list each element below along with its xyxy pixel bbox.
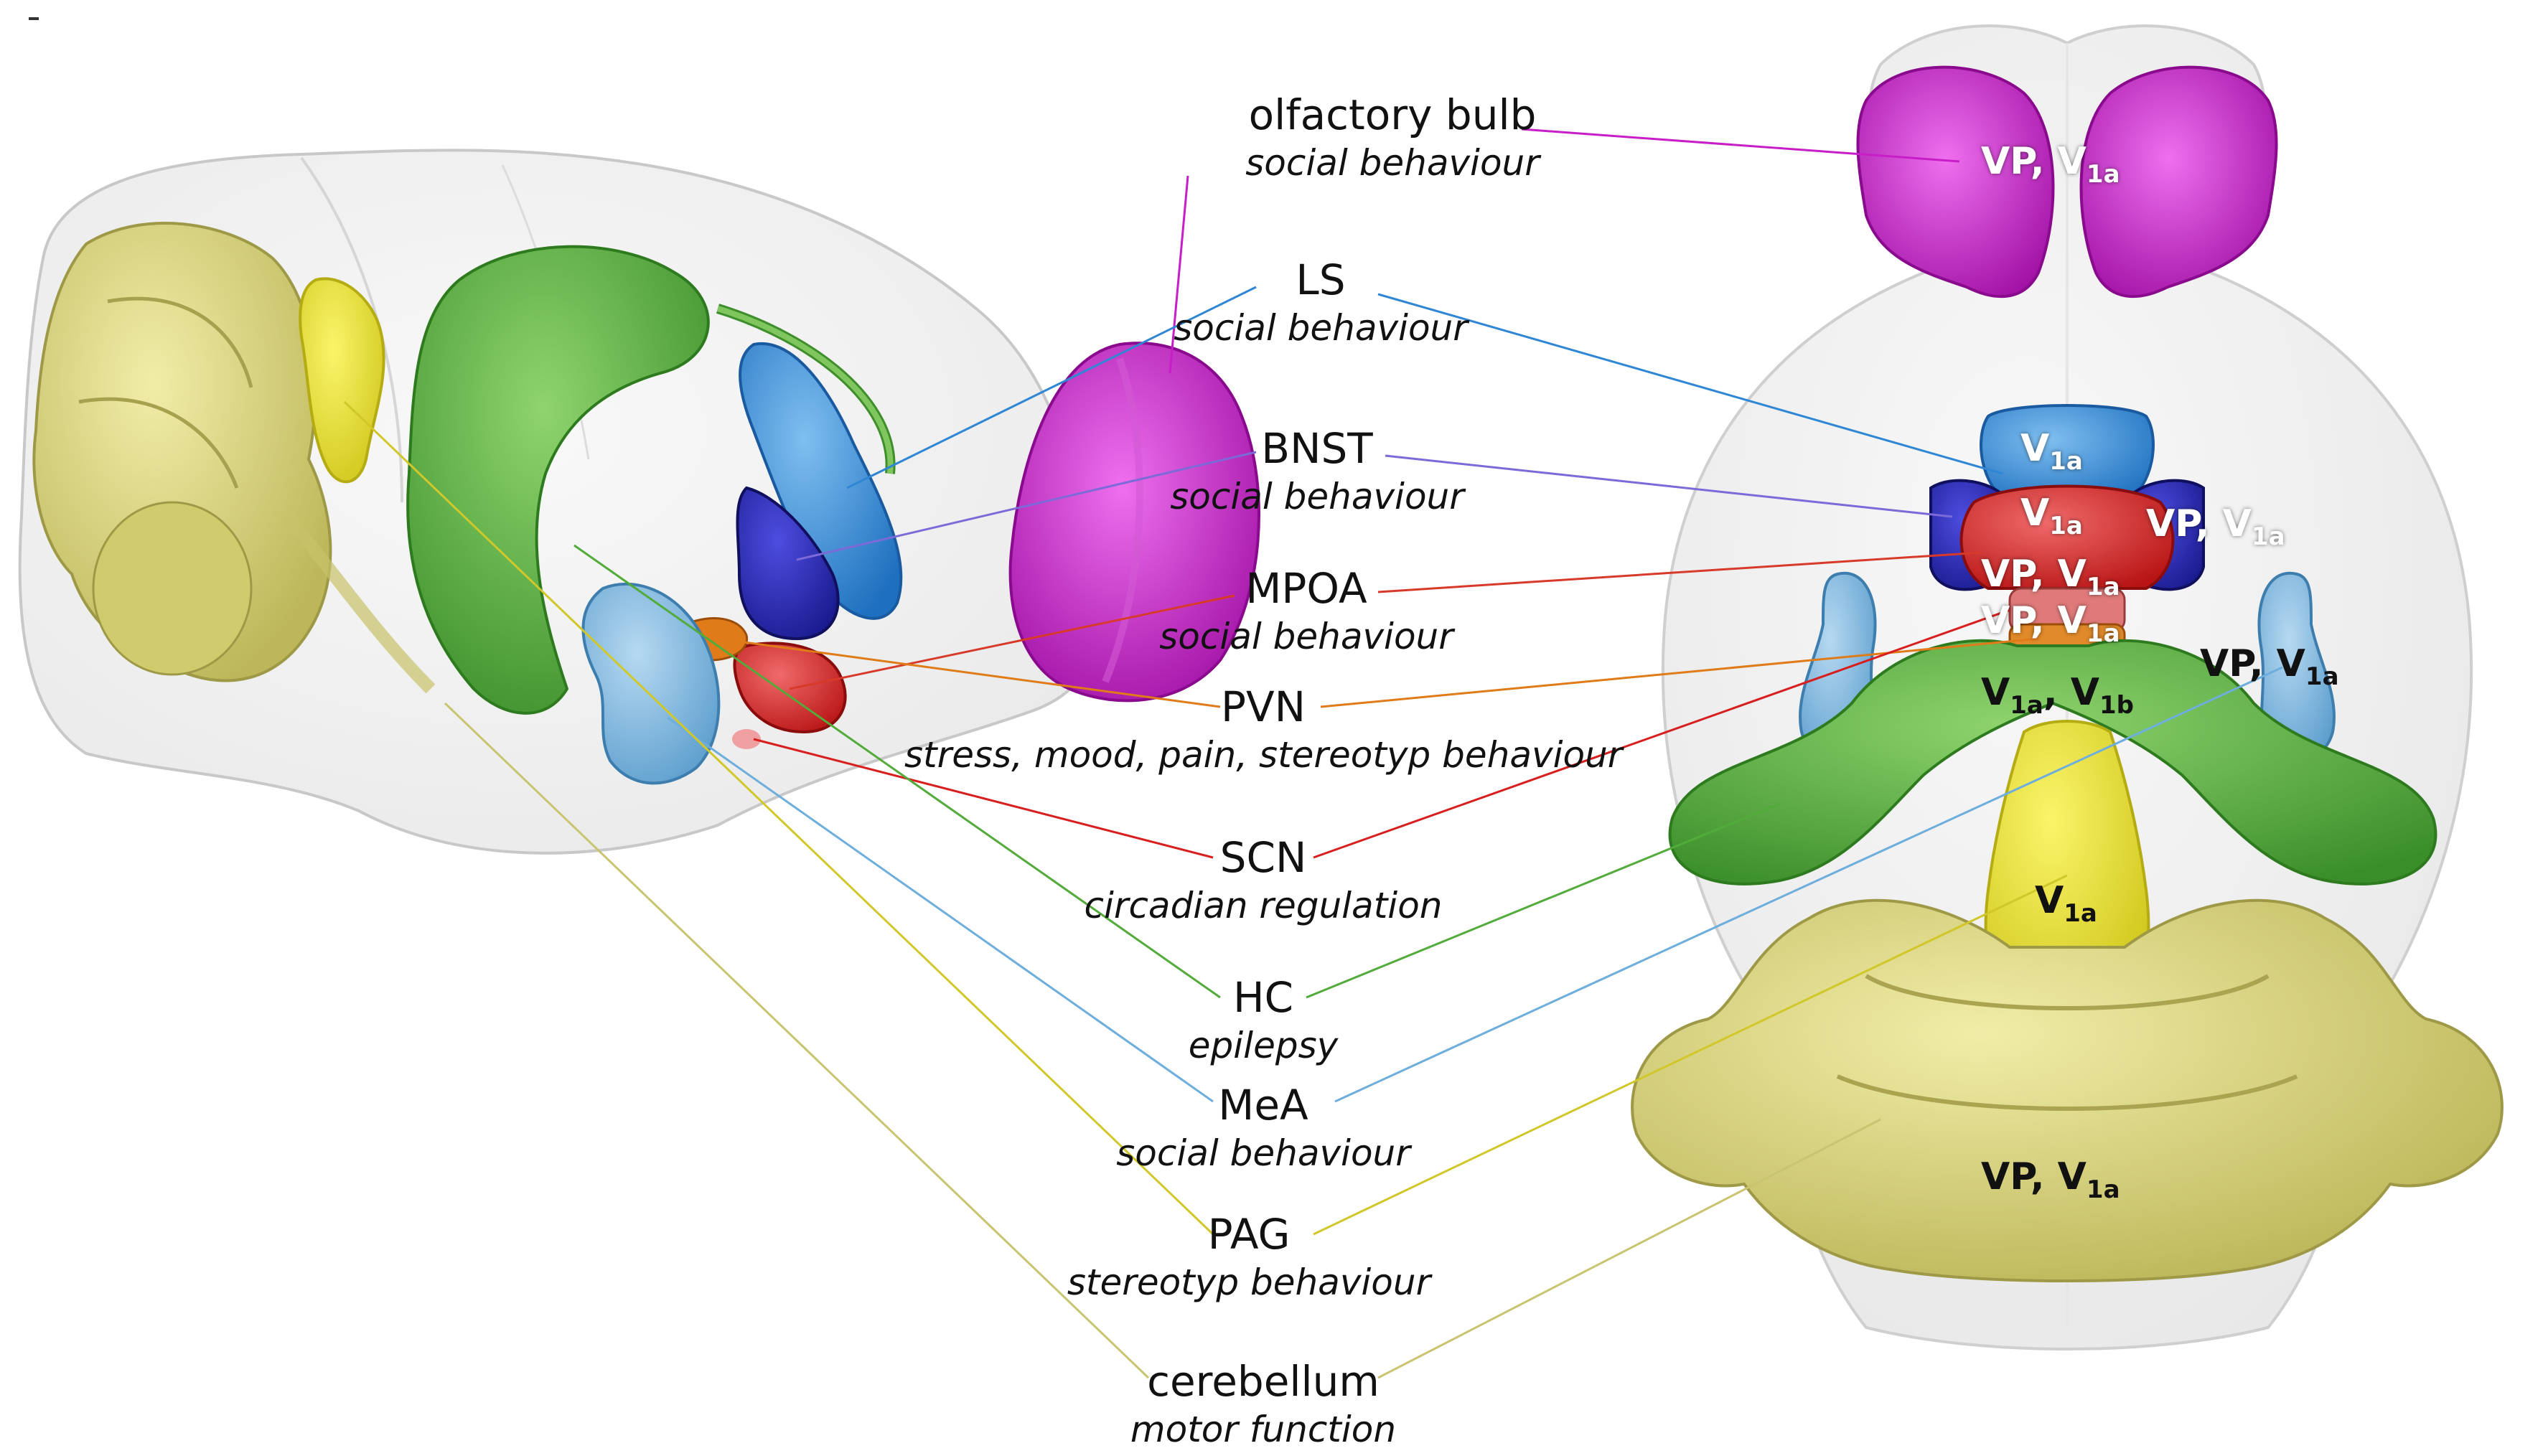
tag-sub: 1a — [2086, 619, 2120, 648]
region-name: SCN — [1219, 833, 1307, 882]
tag-v: V — [2222, 502, 2252, 545]
tag-v: V — [2035, 879, 2064, 922]
region-function: epilepsy — [1188, 1025, 1339, 1066]
corner-mark — [29, 17, 39, 20]
leader-pvn — [717, 637, 1221, 708]
tag-v: V — [2070, 671, 2099, 714]
receptor-tag-scn: VP, V1a — [1981, 553, 2120, 601]
receptor-tag-cerebellum: VP, V1a — [1981, 1155, 2120, 1204]
region-function: social behaviour — [1245, 142, 1540, 184]
region-function: social behaviour — [1116, 1132, 1410, 1174]
tag-vp: VP, — [2200, 642, 2264, 685]
dorsal-brain-view — [1631, 24, 2504, 1351]
label-olfactory-bulb: olfactory bulb social behaviour — [1191, 90, 1593, 186]
label-scn: SCN circadian regulation — [1062, 832, 1464, 929]
tag-vp: VP, — [1981, 1155, 2045, 1198]
tag-sub: 1a — [2086, 160, 2120, 189]
label-hc: HC epilepsy — [1062, 972, 1464, 1068]
ls-lateral — [739, 342, 903, 620]
receptor-tag-mpoa: V1a — [2020, 492, 2083, 540]
tag-sub: 1a — [2251, 522, 2285, 551]
leader-hc — [573, 544, 1221, 999]
olfactory-bulb-lateral — [1008, 342, 1260, 703]
tag-sub: 1a — [2305, 662, 2339, 691]
pag-lateral — [299, 277, 385, 484]
cerebellum-dorsal — [1631, 898, 2504, 1282]
tag-v: V — [2057, 1155, 2087, 1198]
label-pag: PAG stereotyp behaviour — [1048, 1209, 1450, 1305]
region-name: olfactory bulb — [1248, 90, 1537, 139]
label-ls: LS social behaviour — [1120, 255, 1522, 351]
tag-vp: VP, — [1981, 553, 2045, 596]
label-cerebellum: cerebellum motor function — [1062, 1356, 1464, 1452]
olfactory-bulb-dorsal-left — [1856, 65, 2055, 299]
hippocampus-lateral — [406, 245, 710, 715]
receptor-tag-hc: V1a, V1b — [1981, 671, 2134, 720]
region-function: stereotyp behaviour — [1067, 1262, 1431, 1303]
label-mpoa: MPOA social behaviour — [1105, 563, 1507, 659]
tag-sub: 1a — [2086, 1175, 2120, 1204]
tag-v: V — [2020, 492, 2050, 535]
region-function: social behaviour — [1174, 307, 1468, 349]
tag-v: V — [2057, 599, 2087, 642]
region-function: social behaviour — [1159, 616, 1453, 657]
leader-cerebellum — [444, 702, 1150, 1379]
label-bnst: BNST social behaviour — [1116, 423, 1518, 520]
region-name: PAG — [1207, 1210, 1291, 1259]
leader-bnst — [796, 451, 1257, 561]
region-function: stress, mood, pain, stereotyp behaviour — [904, 734, 1623, 776]
tag-sub: 1a — [2086, 573, 2120, 601]
region-name: cerebellum — [1147, 1357, 1380, 1406]
leader-pag — [343, 400, 1214, 1236]
leader-olfactory-bulb — [1521, 128, 1960, 163]
leader-scn — [753, 738, 1214, 859]
tag-sub: 1a — [2010, 691, 2043, 720]
receptor-tag-ls: V1a — [2020, 427, 2083, 476]
receptor-tag-mea: VP, V1a — [2200, 642, 2339, 691]
tag-sub: 1a — [2064, 899, 2097, 928]
label-pvn: PVN stress, mood, pain, stereotyp behavi… — [904, 682, 1622, 778]
label-mea: MeA social behaviour — [1062, 1080, 1464, 1176]
lateral-brain-view — [18, 149, 1260, 855]
receptor-tag-pvn: VP, V1a — [1981, 599, 2120, 648]
region-function: social behaviour — [1170, 476, 1464, 517]
tag-v: V — [2020, 427, 2050, 470]
receptor-tag-bnst: VP, V1a — [2146, 502, 2285, 551]
tag-vp: VP, — [1981, 140, 2045, 183]
hippocampus-dorsal — [1668, 639, 2437, 886]
tag-v: V — [2276, 642, 2305, 685]
region-name: MeA — [1218, 1081, 1308, 1129]
mpoa-dorsal — [1959, 484, 2175, 590]
leader-ls — [846, 286, 1257, 489]
leader-mea — [667, 716, 1214, 1103]
tag-v: V — [2057, 553, 2087, 596]
tag-sub: 1b — [2099, 691, 2134, 720]
scn-lateral — [732, 729, 761, 749]
region-name: LS — [1296, 255, 1346, 304]
tag-vp: VP, — [1981, 599, 2045, 642]
region-function: motor function — [1130, 1409, 1397, 1450]
leader-mpoa — [789, 594, 1235, 690]
tag-vp: VP, — [2146, 502, 2210, 545]
tag-v: V — [1981, 671, 2010, 714]
region-name: PVN — [1220, 682, 1306, 731]
receptor-tag-olfactory-bulb: VP, V1a — [1981, 140, 2120, 189]
region-name: BNST — [1261, 424, 1373, 473]
tag-sub: 1a — [2049, 512, 2083, 540]
ls-dorsal — [1980, 404, 2155, 504]
bnst-lateral — [736, 486, 840, 641]
receptor-tag-pag: V1a — [2035, 879, 2097, 928]
region-name: MPOA — [1245, 564, 1367, 613]
mea-lateral — [581, 582, 721, 785]
olfactory-bulb-dorsal-right — [2079, 65, 2278, 299]
region-name: HC — [1232, 973, 1294, 1022]
region-function: circadian regulation — [1084, 885, 1443, 926]
tag-sub: 1a — [2049, 447, 2083, 476]
leader-lines — [343, 128, 2283, 1379]
tag-v: V — [2057, 140, 2087, 183]
